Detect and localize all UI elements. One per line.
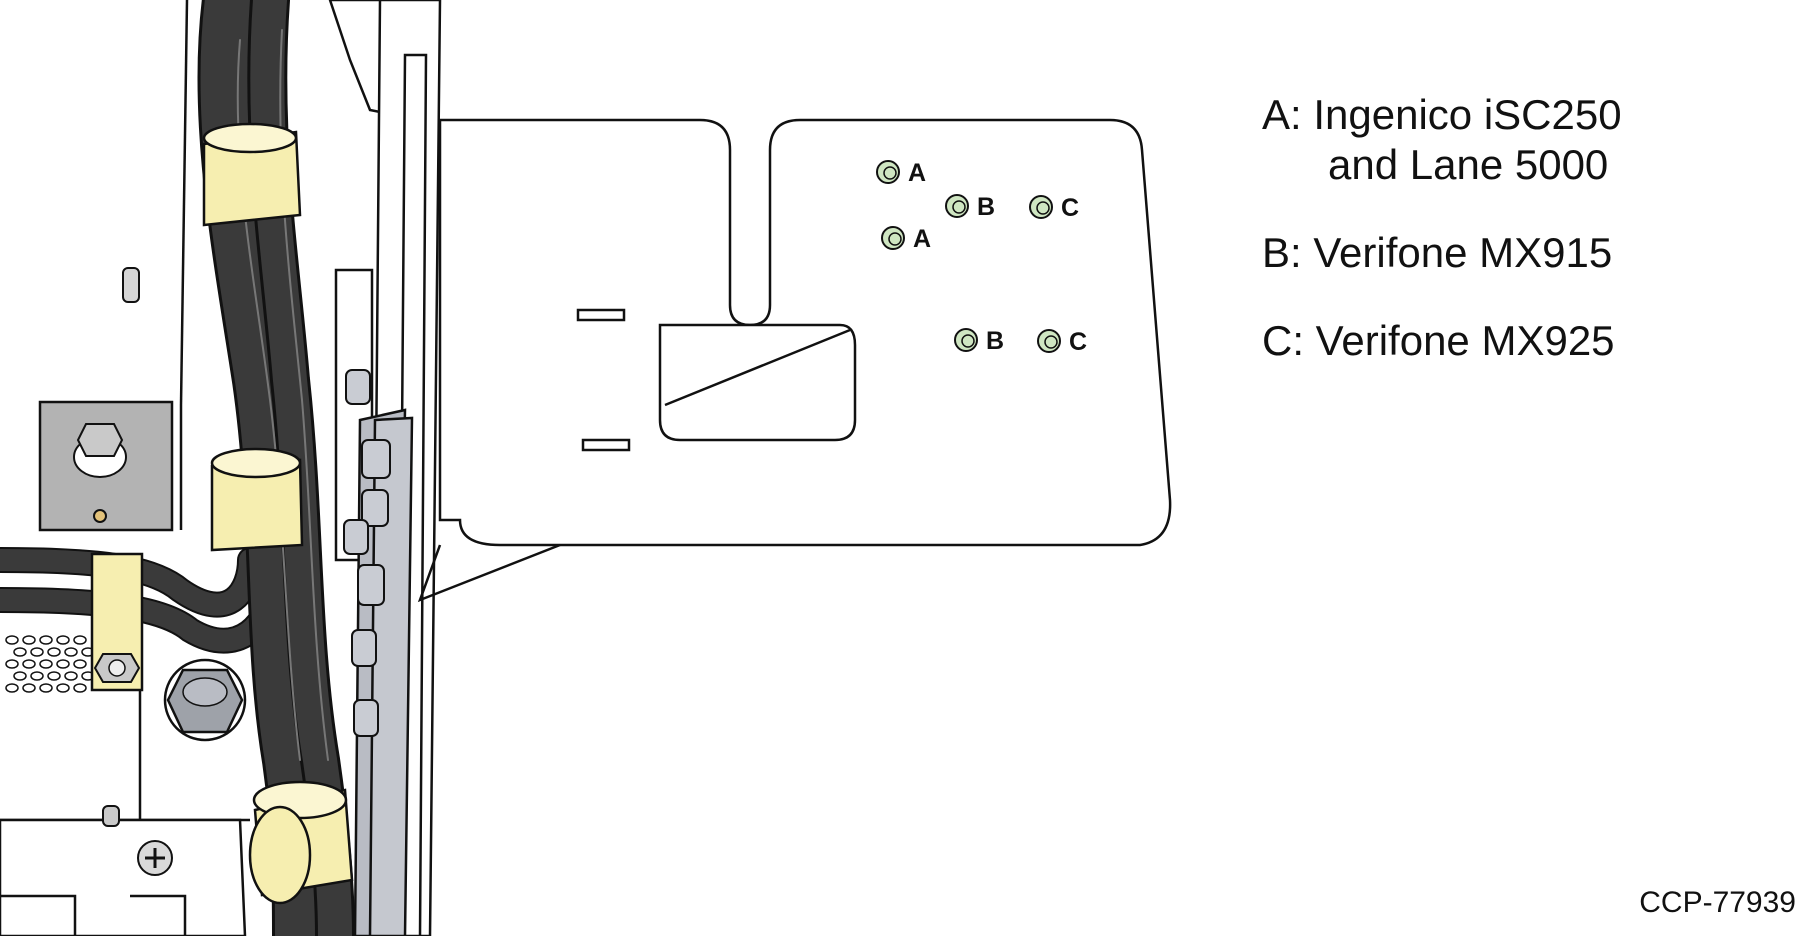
vent-panel <box>5 635 95 693</box>
vent-hole <box>30 671 44 681</box>
mounting-plate <box>417 118 1172 603</box>
vent-hole <box>56 635 70 645</box>
vent-hole <box>56 659 70 669</box>
vent-hole <box>22 635 36 645</box>
gray-bracket <box>38 400 174 532</box>
small-clamp <box>90 552 144 692</box>
pin <box>122 267 140 303</box>
hole-label-a: A <box>908 159 926 187</box>
vent-hole <box>13 671 27 681</box>
hole-inner-ring <box>883 166 897 180</box>
legend-a-line2: and Lane 5000 <box>1328 141 1609 188</box>
hole-inner-ring <box>952 200 966 214</box>
legend-entry-a: A: Ingenico iSC250 and Lane 5000 <box>1262 90 1622 190</box>
vent-hole <box>22 659 36 669</box>
hole-inner-ring <box>1036 201 1050 215</box>
vent-hole <box>13 647 27 657</box>
hole-label-c: C <box>1061 194 1079 222</box>
mounting-holes: A B C A B C <box>876 159 1087 356</box>
mounting-post <box>328 0 442 936</box>
hole-inner-ring <box>1044 335 1058 349</box>
hole-inner-ring <box>888 232 902 246</box>
vent-hole <box>73 659 87 669</box>
vent-hole <box>47 671 61 681</box>
vent-hole <box>73 683 87 693</box>
vent-hole <box>30 647 44 657</box>
vent-hole <box>5 635 19 645</box>
vent-hole <box>5 659 19 669</box>
hole-label-a: A <box>913 225 931 253</box>
vent-hole <box>56 683 70 693</box>
legend-entry-c: C: Verifone MX925 <box>1262 317 1615 364</box>
legend-entry-b: B: Verifone MX915 <box>1262 229 1613 276</box>
cable-straps <box>202 122 354 905</box>
vent-hole <box>64 671 78 681</box>
vent-hole <box>5 683 19 693</box>
device-legend: A: Ingenico iSC250 and Lane 5000 B: Veri… <box>1262 90 1622 404</box>
vent-hole <box>39 683 53 693</box>
figure-code: CCP-77939 <box>1639 886 1796 919</box>
vent-hole <box>73 635 87 645</box>
hole-label-c: C <box>1069 328 1087 356</box>
post-hardware <box>343 369 391 737</box>
vent-hole <box>39 659 53 669</box>
hole-inner-ring <box>961 334 975 348</box>
vent-hole <box>22 683 36 693</box>
hole-label-b: B <box>977 193 995 221</box>
lower-plate <box>0 805 247 936</box>
vent-hole <box>47 647 61 657</box>
vent-hole <box>64 647 78 657</box>
legend-a-line1: A: Ingenico iSC250 <box>1262 91 1622 138</box>
vent-hole <box>39 635 53 645</box>
hole-label-b: B <box>986 327 1004 355</box>
hex-bolt <box>163 658 247 742</box>
